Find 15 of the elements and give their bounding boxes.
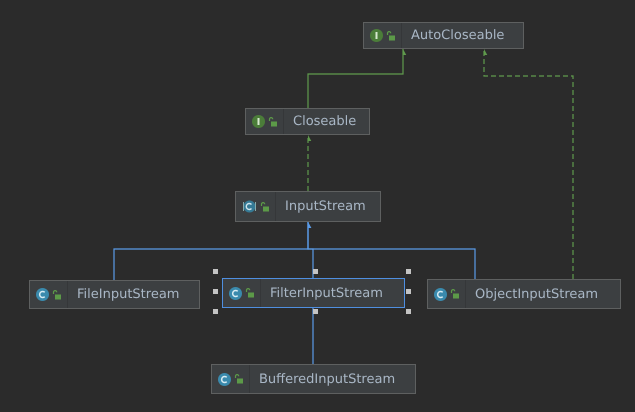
class-box — [222, 278, 405, 308]
class-box — [211, 364, 416, 394]
class-name: ObjectInputStream — [474, 286, 600, 302]
class-name: AutoCloseable — [410, 28, 506, 43]
class-box — [235, 191, 381, 222]
class-name: Closeable — [292, 114, 358, 129]
class-box — [245, 108, 370, 135]
class-box — [29, 280, 200, 309]
class-box — [427, 279, 621, 309]
class-name: BufferedInputStream — [258, 372, 396, 386]
class-name: InputStream — [284, 199, 367, 214]
class-name: FileInputStream — [76, 287, 180, 302]
inheritance-arrow — [307, 49, 409, 108]
class-box — [363, 22, 524, 49]
class-name: FilterInputStream — [269, 286, 384, 300]
